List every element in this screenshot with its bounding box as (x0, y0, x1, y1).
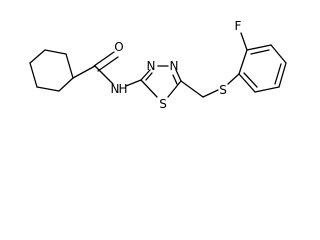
thioether-sulfur-label: S (219, 83, 227, 97)
bond (36, 86, 60, 92)
fluorine-atom-label: F (235, 19, 242, 33)
ring-sulfur-label: S (159, 97, 167, 111)
aromatic-inner-bond (250, 49, 270, 55)
bond (246, 44, 272, 51)
fluorophenyl-ring (238, 32, 287, 93)
carbonyl-double-bond (93, 51, 115, 67)
aromatic-inner-bond (274, 63, 282, 85)
bond (140, 69, 151, 81)
atom-labels: O F N H N N S S (111, 19, 242, 111)
bond (58, 77, 74, 92)
ring-nitrogen-right-label: N (170, 59, 179, 73)
bond (238, 73, 256, 93)
bond (29, 62, 38, 88)
thiadiazole-ring (140, 65, 182, 98)
cyclohexane-ring (29, 49, 74, 92)
ring-double-bond (145, 72, 153, 81)
bond (240, 32, 248, 51)
bond (227, 73, 240, 85)
chemical-structure-diagram: O F N H N N S S (29, 19, 287, 111)
bond (94, 65, 114, 85)
bond (202, 89, 219, 98)
bond (238, 49, 248, 75)
bond (180, 80, 204, 98)
carbonyl-double-bond (97, 56, 119, 72)
amide-nitrogen-label: N (111, 82, 120, 96)
bond (278, 62, 287, 88)
ring-nitrogen-left-label: N (147, 59, 156, 73)
bond (254, 86, 280, 93)
bond (125, 79, 142, 87)
bond (72, 65, 96, 79)
bond (167, 80, 182, 98)
ring-double-bond (172, 74, 178, 85)
bond (175, 69, 182, 82)
amide-hydrogen-label: H (118, 82, 127, 96)
bond (44, 49, 67, 55)
bond (140, 79, 158, 98)
bond (270, 44, 287, 64)
oxygen-atom-label: O (114, 40, 123, 54)
bond (65, 53, 74, 79)
amide-group (72, 51, 142, 87)
bond (29, 49, 46, 64)
methylene-thioether-linker (180, 73, 240, 98)
aromatic-inner-bond (243, 72, 258, 88)
